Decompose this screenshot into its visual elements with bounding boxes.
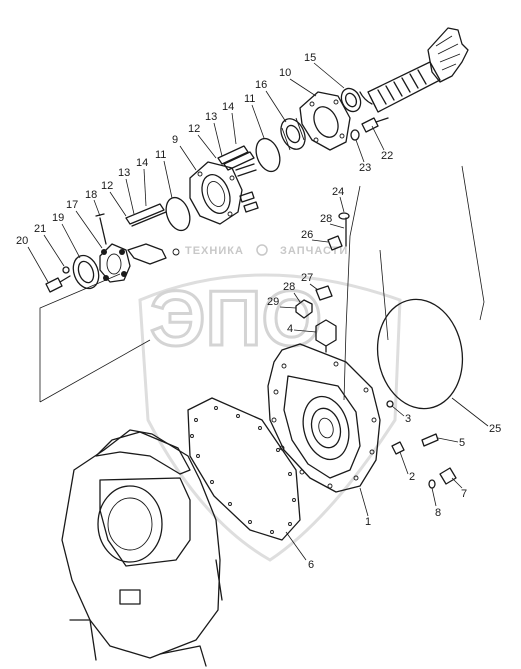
part-22-bolt — [361, 117, 389, 133]
bevel-pinion-shaft — [359, 27, 469, 113]
part-24-plug — [338, 212, 350, 220]
part-11-oring-lower — [165, 196, 191, 232]
part-26-plug — [327, 235, 343, 251]
gear-icon — [256, 244, 268, 256]
callout-22: 22 — [381, 150, 393, 162]
part-20-bolt — [45, 275, 71, 293]
callout-16: 16 — [255, 79, 267, 91]
part-12-13-14-upper — [217, 145, 259, 213]
callout-15: 15 — [304, 52, 316, 64]
part-17-plate — [99, 243, 131, 283]
callout-6: 6 — [308, 559, 314, 571]
watermark-logo: ЭПО — [150, 274, 322, 362]
callout-12-lower: 12 — [101, 180, 113, 192]
part-11-oring-upper — [255, 137, 281, 173]
part-12-13-14-lower — [125, 203, 180, 265]
callout-28-lower: 28 — [283, 281, 295, 293]
callout-28-upper: 28 — [320, 213, 332, 225]
part-10-cover — [299, 91, 351, 151]
callout-23: 23 — [359, 162, 371, 174]
part-7-bolt — [439, 467, 457, 485]
part-1-housing — [267, 343, 381, 493]
part-8-washer — [428, 479, 436, 489]
part-9-retainer — [189, 161, 243, 225]
callout-24: 24 — [332, 186, 344, 198]
engine-flywheel-housing — [61, 429, 223, 667]
part-21-washer — [62, 266, 70, 274]
callout-4: 4 — [287, 323, 293, 335]
callout-8: 8 — [435, 507, 441, 519]
callout-1: 1 — [365, 516, 371, 528]
callout-2: 2 — [409, 471, 415, 483]
center-lines — [39, 165, 485, 403]
callout-26: 26 — [301, 229, 313, 241]
watermark-right-text: ЗАПЧАСТИ — [280, 245, 348, 257]
part-19-gasket — [72, 254, 100, 290]
callout-7: 7 — [461, 488, 467, 500]
callout-12-upper: 12 — [188, 123, 200, 135]
part-29-nut — [295, 299, 313, 319]
watermark: ТЕХНИКА ЗАПЧАСТИ ЭПО — [138, 244, 402, 562]
part-16-bearing — [280, 117, 306, 151]
callout-3: 3 — [405, 413, 411, 425]
callout-18: 18 — [85, 189, 97, 201]
part-23-washer — [350, 129, 360, 141]
watermark-left-text: ТЕХНИКА — [185, 245, 244, 257]
callout-10: 10 — [279, 67, 291, 79]
callout-11-upper: 11 — [244, 93, 255, 105]
callout-5: 5 — [459, 437, 465, 449]
callout-13-lower: 13 — [118, 167, 130, 179]
part-4-breather — [315, 319, 337, 353]
callout-9: 9 — [172, 134, 178, 146]
part-3-plug — [386, 400, 394, 408]
part-2-plug — [391, 441, 405, 455]
callout-14-lower: 14 — [136, 157, 148, 169]
callout-21: 21 — [34, 223, 46, 235]
callout-25: 25 — [489, 423, 501, 435]
callout-17: 17 — [66, 199, 78, 211]
callout-labels: 15 10 16 11 14 13 12 9 11 14 13 12 17 18… — [16, 52, 501, 571]
part-15-bearing — [340, 87, 362, 113]
callout-27: 27 — [301, 272, 313, 284]
callout-13-upper: 13 — [205, 111, 217, 123]
callout-29: 29 — [267, 296, 279, 308]
callout-20: 20 — [16, 235, 28, 247]
callout-14-upper: 14 — [222, 101, 234, 113]
part-25-oring — [376, 298, 464, 410]
callout-11-lower: 11 — [155, 149, 166, 161]
part-18-bolt — [95, 213, 107, 245]
part-6-gasket — [187, 397, 301, 541]
callout-19: 19 — [52, 212, 64, 224]
part-27-bolt — [315, 285, 333, 301]
part-5-pin — [421, 433, 439, 447]
